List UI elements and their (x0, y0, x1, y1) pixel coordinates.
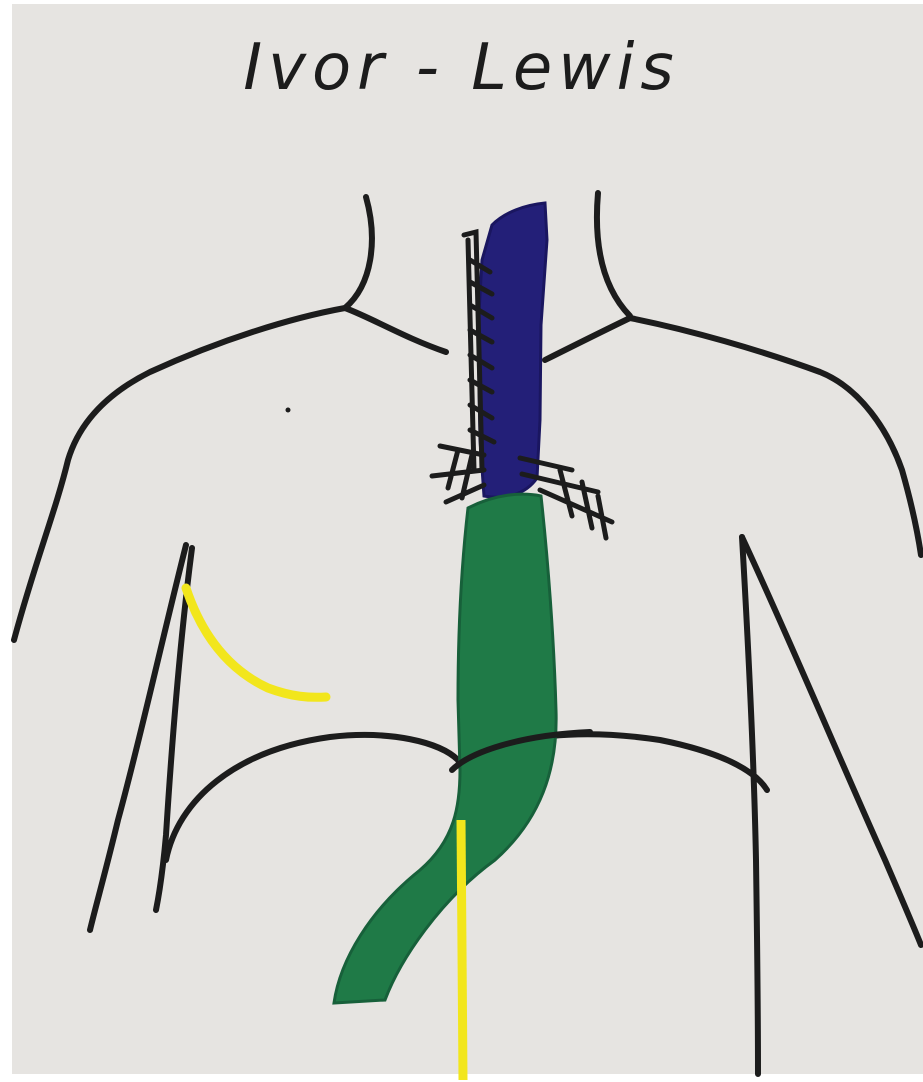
feeding-tube (461, 820, 463, 1080)
top-border (0, 0, 923, 4)
esophagus (478, 203, 547, 497)
left-border (0, 0, 12, 1082)
ink-dot (286, 408, 291, 413)
diagram-title: Ivor - Lewis (0, 36, 923, 100)
